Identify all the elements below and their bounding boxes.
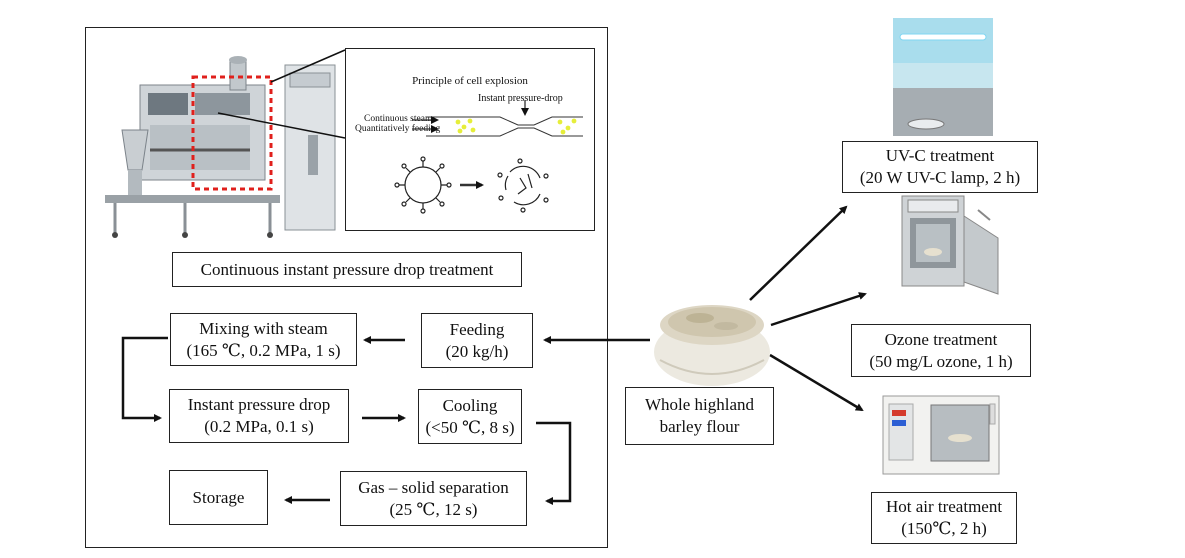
steam-dots-right <box>557 118 577 135</box>
intact-cell-icon <box>394 156 452 214</box>
channel-top <box>426 116 583 126</box>
hotair-label: Hot air treatment <box>885 497 1003 516</box>
hot-air-oven-image <box>882 395 1000 475</box>
ozone-chamber-image <box>901 195 999 295</box>
steam-dots-left <box>455 118 476 134</box>
storage-label: Storage <box>192 487 245 507</box>
separation-box: Gas – solid separation (25 ℃, 12 s) <box>340 471 527 526</box>
exploded-cell-icon <box>497 158 549 213</box>
separation-label: Gas – solid separation <box>358 477 509 497</box>
cooling-label: Cooling <box>442 395 498 415</box>
uvc-lamp-image <box>893 18 993 136</box>
instant-box: Instant pressure drop (0.2 MPa, 0.1 s) <box>169 389 349 443</box>
separation-detail: (25 ℃, 12 s) <box>389 499 478 519</box>
flour-box: Whole highland barley flour <box>625 387 774 445</box>
flour-label-1: Whole highland <box>644 395 755 414</box>
feeding-detail: (20 kg/h) <box>445 341 509 361</box>
feeding-label-text: Feeding <box>449 319 505 339</box>
cooling-box: Cooling (<50 ℃, 8 s) <box>418 389 522 444</box>
steam-label: Continuous steam <box>364 114 433 124</box>
callout-line-top <box>270 49 346 83</box>
principle-title: Principle of cell explosion <box>412 75 528 87</box>
mixing-label: Mixing with steam <box>199 318 328 338</box>
main-title-box: Continuous instant pressure drop treatme… <box>172 252 522 287</box>
flour-sack-image <box>654 305 770 386</box>
feeding-label: Quantitatively feeding <box>355 124 441 134</box>
hotair-box: Hot air treatment (150℃, 2 h) <box>871 492 1017 544</box>
flour-label-2: barley flour <box>659 417 740 436</box>
uvc-detail: (20 W UV-C lamp, 2 h) <box>859 168 1021 187</box>
arrow-to-hotair <box>769 353 864 412</box>
pressure-drop-label: Instant pressure-drop <box>478 93 563 104</box>
storage-box: Storage <box>169 470 268 525</box>
principle-box <box>345 48 595 231</box>
instant-label: Instant pressure drop <box>187 395 331 414</box>
main-title: Continuous instant pressure drop treatme… <box>200 259 494 279</box>
arrow-to-ozone <box>770 292 867 327</box>
uvc-box: UV-C treatment (20 W UV-C lamp, 2 h) <box>842 141 1038 193</box>
hotair-detail: (150℃, 2 h) <box>901 519 987 538</box>
feeding-box: Feeding (20 kg/h) <box>421 313 533 368</box>
arrow-to-uvc <box>749 205 848 301</box>
cooling-detail: (<50 ℃, 8 s) <box>425 417 515 437</box>
ozone-detail: (50 mg/L ozone, 1 h) <box>869 351 1013 371</box>
instant-detail: (0.2 MPa, 0.1 s) <box>204 417 314 436</box>
equipment-photo <box>100 55 345 240</box>
callout-line-bottom <box>217 112 346 139</box>
ozone-box: Ozone treatment (50 mg/L ozone, 1 h) <box>851 324 1031 377</box>
mixing-box: Mixing with steam (165 ℃, 0.2 MPa, 1 s) <box>170 313 357 366</box>
arrow-cooling-to-separation <box>536 421 572 505</box>
channel-bottom <box>426 127 583 137</box>
uvc-label: UV-C treatment <box>885 146 995 165</box>
left-panel <box>85 27 608 548</box>
arrow-mixing-to-instant <box>121 336 168 422</box>
ozone-label: Ozone treatment <box>884 329 998 349</box>
mixing-detail: (165 ℃, 0.2 MPa, 1 s) <box>186 340 341 360</box>
